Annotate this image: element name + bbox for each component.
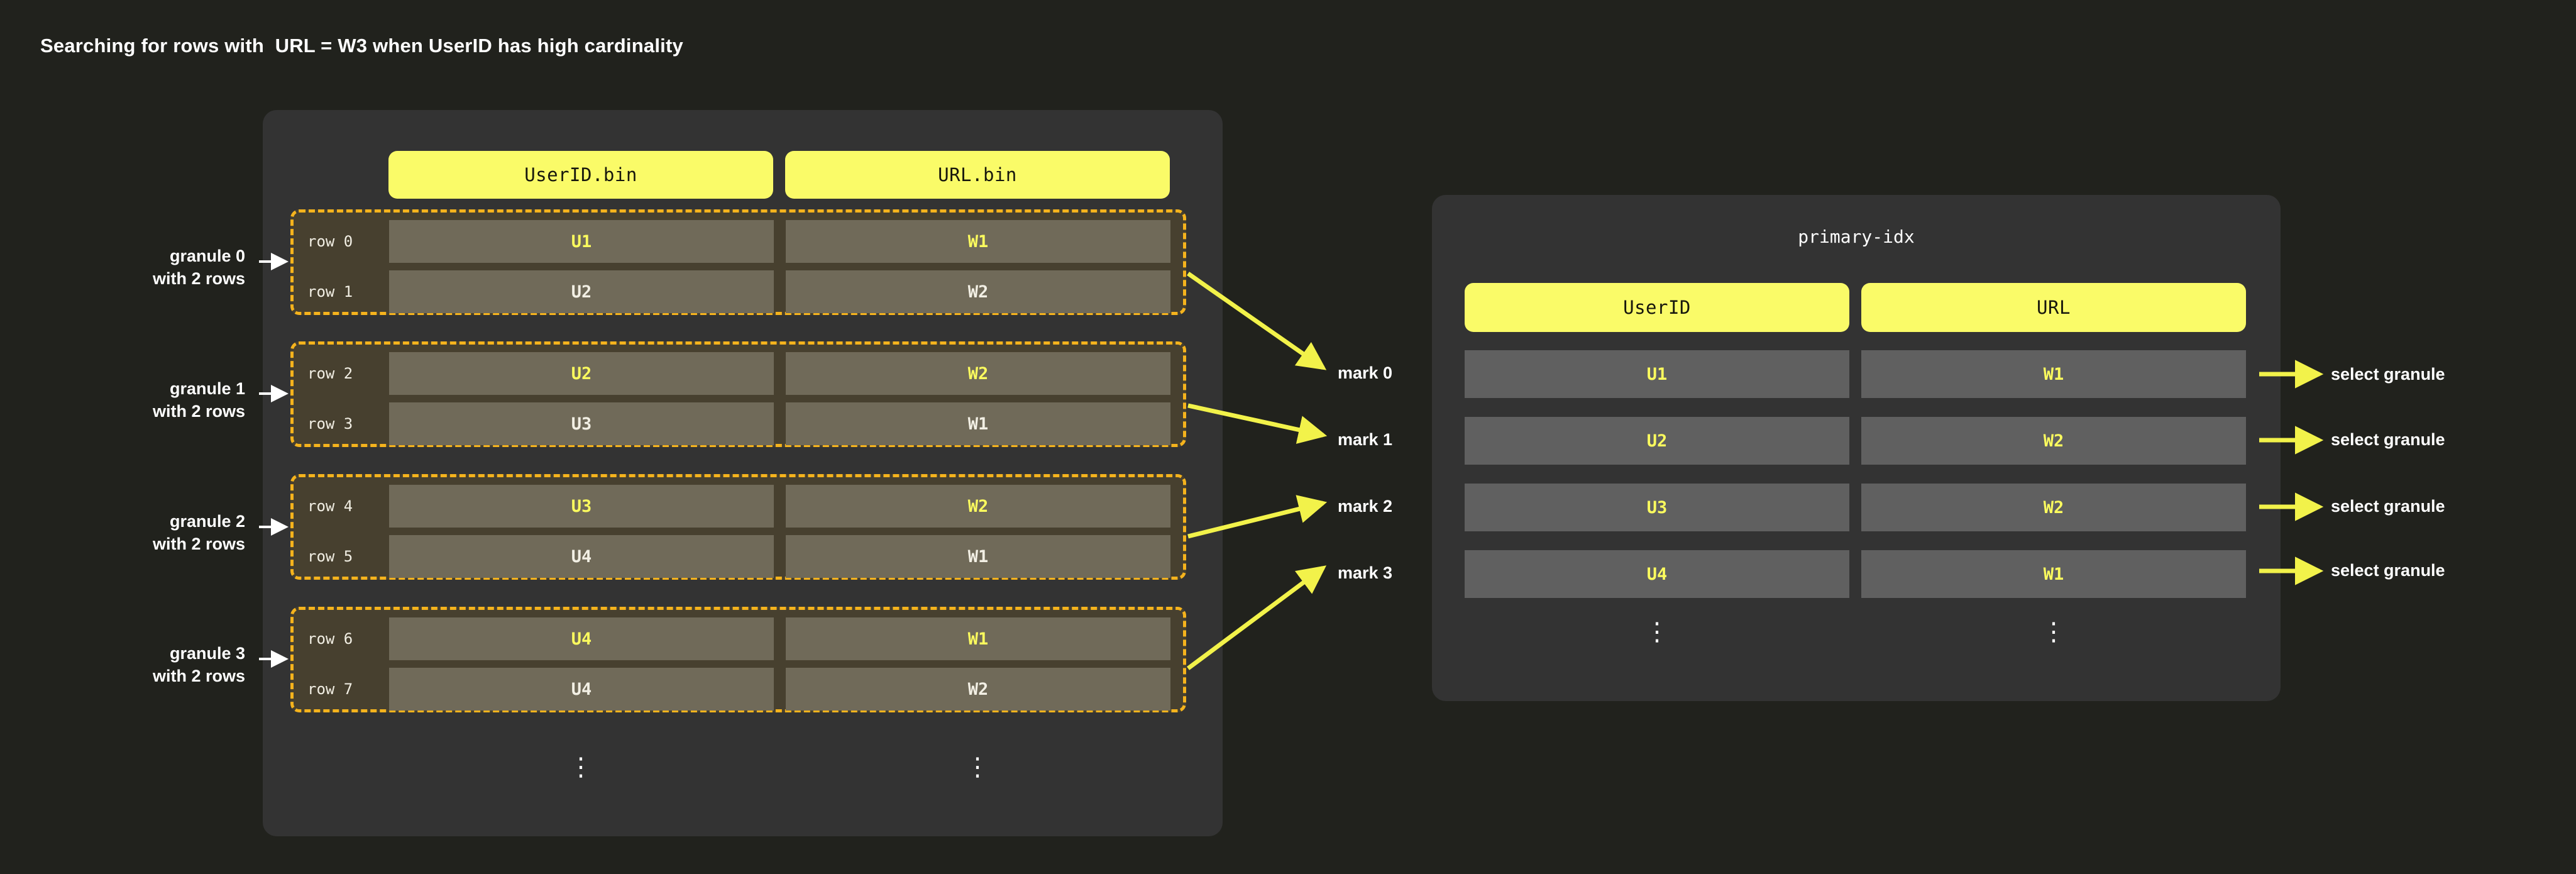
- row-label: row 7: [307, 680, 353, 698]
- cell-url: W1: [786, 220, 1170, 263]
- granule-label-0: granule 0 with 2 rows: [38, 245, 245, 290]
- mark-label-3: mark 3: [1338, 563, 1393, 582]
- index-cell-url: W1: [1861, 350, 2246, 398]
- cell-url: W2: [786, 270, 1170, 313]
- row-label: row 6: [307, 630, 353, 648]
- table-row: row 2 U2 W2: [294, 352, 1183, 395]
- cell-userid: U4: [389, 617, 774, 660]
- cell-userid: U4: [389, 535, 774, 578]
- table-row: row 4 U3 W2: [294, 485, 1183, 528]
- cell-url: W1: [786, 535, 1170, 578]
- table-row: row 1 U2 W2: [294, 270, 1183, 313]
- ellipsis-url-bin: ⋮: [965, 753, 990, 782]
- cell-url: W2: [786, 668, 1170, 711]
- cell-userid: U2: [389, 270, 774, 313]
- granule-label-0-line1: granule 0: [169, 246, 245, 265]
- granule-label-2-line1: granule 2: [169, 512, 245, 531]
- cell-url: W2: [786, 352, 1170, 395]
- index-cell-url: W1: [1861, 550, 2246, 598]
- cell-userid: U4: [389, 668, 774, 711]
- granule-label-1: granule 1 with 2 rows: [38, 378, 245, 423]
- index-cell-userid: U2: [1465, 417, 1849, 465]
- granule-label-3: granule 3 with 2 rows: [38, 643, 245, 687]
- row-label: row 4: [307, 497, 353, 515]
- index-column-header-url: URL: [1861, 283, 2246, 332]
- table-row: row 5 U4 W1: [294, 535, 1183, 578]
- select-granule-label-3: select granule: [2331, 561, 2445, 580]
- index-cell-url: W2: [1861, 417, 2246, 465]
- cell-url: W1: [786, 617, 1170, 660]
- select-granule-label-0: select granule: [2331, 365, 2445, 384]
- row-label: row 5: [307, 548, 353, 565]
- granule-box-2[interactable]: row 4 U3 W2 row 5 U4 W1: [290, 474, 1186, 580]
- table-row: row 3 U3 W1: [294, 402, 1183, 445]
- cell-userid: U2: [389, 352, 774, 395]
- ellipsis-index-userid: ⋮: [1644, 617, 1670, 646]
- table-row: row 6 U4 W1: [294, 617, 1183, 660]
- cell-url: W1: [786, 402, 1170, 445]
- index-cell-userid: U4: [1465, 550, 1849, 598]
- ellipsis-userid-bin: ⋮: [568, 753, 593, 782]
- cell-userid: U3: [389, 402, 774, 445]
- granule-label-3-line1: granule 3: [169, 644, 245, 663]
- index-column-header-userid: UserID: [1465, 283, 1849, 332]
- select-granule-label-2: select granule: [2331, 497, 2445, 516]
- granule-label-1-line1: granule 1: [169, 379, 245, 398]
- index-cell-userid: U3: [1465, 484, 1849, 531]
- granule-box-1[interactable]: row 2 U2 W2 row 3 U3 W1: [290, 341, 1186, 447]
- index-cell-userid: U1: [1465, 350, 1849, 398]
- row-label: row 2: [307, 365, 353, 382]
- granule-label-0-line2: with 2 rows: [152, 268, 245, 288]
- cell-userid: U3: [389, 485, 774, 528]
- page-title: Searching for rows with URL = W3 when Us…: [40, 35, 683, 57]
- granule-box-3[interactable]: row 6 U4 W1 row 7 U4 W2: [290, 607, 1186, 712]
- granule-box-0[interactable]: row 0 U1 W1 row 1 U2 W2: [290, 209, 1186, 315]
- ellipsis-index-url: ⋮: [2041, 617, 2066, 646]
- row-label: row 3: [307, 415, 353, 433]
- table-row: row 7 U4 W2: [294, 668, 1183, 711]
- mark-label-1: mark 1: [1338, 430, 1393, 449]
- column-header-userid-bin: UserID.bin: [388, 151, 773, 199]
- row-label: row 0: [307, 233, 353, 250]
- mark-label-2: mark 2: [1338, 497, 1393, 516]
- granule-label-3-line2: with 2 rows: [152, 666, 245, 685]
- index-cell-url: W2: [1861, 484, 2246, 531]
- granule-label-2: granule 2 with 2 rows: [38, 511, 245, 555]
- granule-label-2-line2: with 2 rows: [152, 534, 245, 553]
- index-panel-title: primary-idx: [1798, 226, 1915, 247]
- mark-label-0: mark 0: [1338, 363, 1393, 382]
- row-label: row 1: [307, 283, 353, 301]
- cell-url: W2: [786, 485, 1170, 528]
- column-header-url-bin: URL.bin: [785, 151, 1170, 199]
- table-row: row 0 U1 W1: [294, 220, 1183, 263]
- cell-userid: U1: [389, 220, 774, 263]
- select-granule-label-1: select granule: [2331, 430, 2445, 449]
- granule-label-1-line2: with 2 rows: [152, 401, 245, 421]
